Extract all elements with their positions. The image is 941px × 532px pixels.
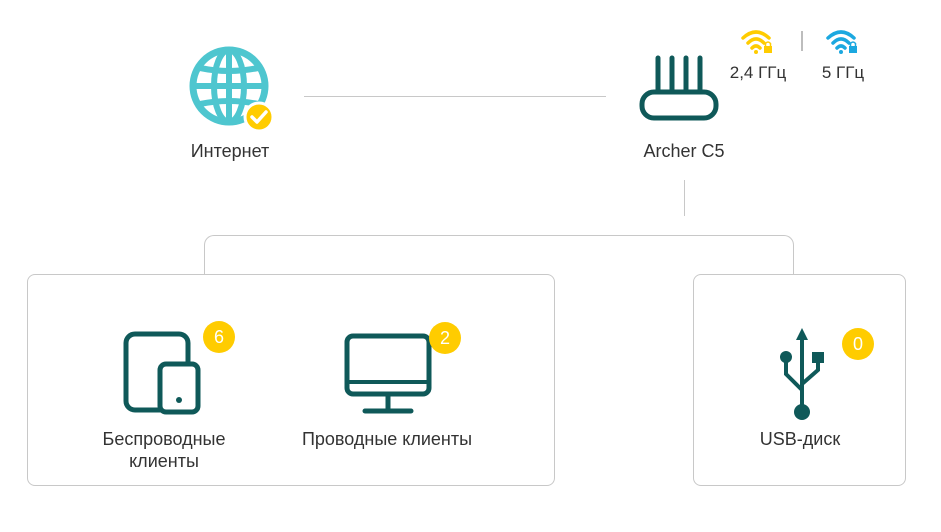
wifi-locked-icon bbox=[826, 30, 857, 54]
internet-label: Интернет bbox=[190, 141, 270, 161]
wifi-locked-icon bbox=[741, 30, 772, 54]
check-badge bbox=[243, 101, 274, 130]
usb-disk[interactable]: 0 USB-диск bbox=[730, 320, 874, 450]
usb-icon bbox=[780, 328, 824, 420]
connector-router-down bbox=[684, 180, 685, 216]
connector-internet-router bbox=[304, 96, 606, 97]
band-24ghz[interactable]: 2,4 ГГц bbox=[722, 28, 794, 84]
wired-clients[interactable]: 2 Проводные клиенты bbox=[287, 320, 487, 450]
band-divider bbox=[801, 31, 803, 51]
usb-count-badge: 0 bbox=[842, 328, 874, 360]
wireless-clients[interactable]: 6 Беспроводные клиенты bbox=[84, 320, 244, 471]
router-node[interactable]: Archer C5 bbox=[624, 48, 744, 168]
band-5ghz-label: 5 ГГц bbox=[821, 63, 865, 82]
wireless-label-line1: Беспроводные bbox=[102, 429, 226, 449]
usb-panel bbox=[693, 274, 906, 486]
band-24ghz-label: 2,4 ГГц bbox=[729, 63, 787, 82]
connector-branch bbox=[204, 235, 794, 275]
wired-label: Проводные клиенты bbox=[301, 429, 473, 449]
wireless-label-line2: клиенты bbox=[129, 451, 199, 471]
monitor-icon bbox=[344, 333, 432, 414]
internet-node[interactable]: Интернет bbox=[170, 40, 290, 170]
clients-panel bbox=[27, 274, 555, 486]
band-5ghz[interactable]: 5 ГГц bbox=[808, 28, 878, 84]
wireless-count-badge: 6 bbox=[203, 321, 235, 353]
router-icon bbox=[639, 55, 719, 121]
tablet-phone-icon bbox=[123, 331, 201, 415]
globe-icon bbox=[189, 46, 274, 130]
wired-count-badge: 2 bbox=[429, 322, 461, 354]
usb-label: USB-диск bbox=[759, 429, 841, 449]
router-label: Archer C5 bbox=[643, 141, 725, 161]
